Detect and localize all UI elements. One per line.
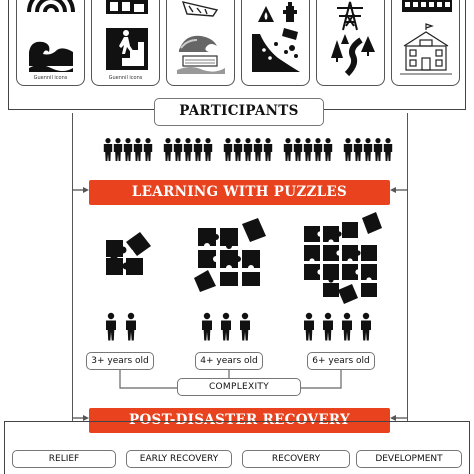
collapsed-building-icon (181, 1, 219, 17)
stage-relief: RELIEF (12, 450, 116, 468)
age-label-6: 6+ years old (307, 352, 375, 370)
hazard-tile-flood: Guennil icons (16, 0, 85, 86)
stage-development: DEVELOPMENT (356, 450, 462, 468)
walking-up-stairs-icon (106, 28, 148, 70)
recovery-stages-frame (4, 421, 470, 474)
children-group-small-icon (106, 312, 136, 341)
hazard-tile-evacuation: Guennil icons (91, 0, 160, 86)
fire-hydrant-icon (283, 2, 297, 22)
icon-credit: Guennil icons (108, 75, 143, 81)
stage-recovery: RECOVERY (242, 450, 350, 468)
participants-crowd-icon (103, 138, 393, 161)
workflow-frame (72, 113, 408, 421)
puzzle-complex-icon (304, 212, 382, 304)
complexity-box: COMPLEXITY (177, 378, 301, 396)
children-group-large-icon (304, 312, 371, 341)
hazard-tile-landslide (241, 0, 310, 86)
hazard-tile-buildings (391, 0, 460, 86)
tsunami-sign-icon (106, 0, 148, 14)
hazard-tile-infrastructure (316, 0, 385, 86)
stage-early-recovery: EARLY RECOVERY (126, 450, 232, 468)
age-label-4: 4+ years old (195, 352, 263, 370)
school-building-icon (403, 23, 449, 71)
power-tower-icon (337, 1, 363, 31)
tsunami-wave-icon (177, 35, 225, 74)
complexity-connectors (119, 370, 342, 389)
recovery-banner: POST-DISASTER RECOVERY (89, 408, 390, 433)
participants-box: PARTICIPANTS (154, 98, 324, 126)
hazard-tile-tsunami (166, 0, 235, 86)
age-label-3: 3+ years old (86, 352, 154, 370)
pine-trees-icon (331, 34, 375, 62)
learning-banner: LEARNING WITH PUZZLES (89, 180, 390, 205)
children-group-medium-icon (202, 312, 250, 341)
office-building-icon (402, 0, 452, 12)
puzzle-simple-icon (106, 232, 151, 275)
warning-fire-icon (258, 6, 274, 22)
puzzle-medium-icon (194, 218, 266, 292)
icon-credit: Guennil icons (33, 75, 68, 81)
rockfall-icon (252, 28, 300, 72)
rainbow-icon (27, 0, 75, 13)
road-icon (344, 37, 363, 77)
